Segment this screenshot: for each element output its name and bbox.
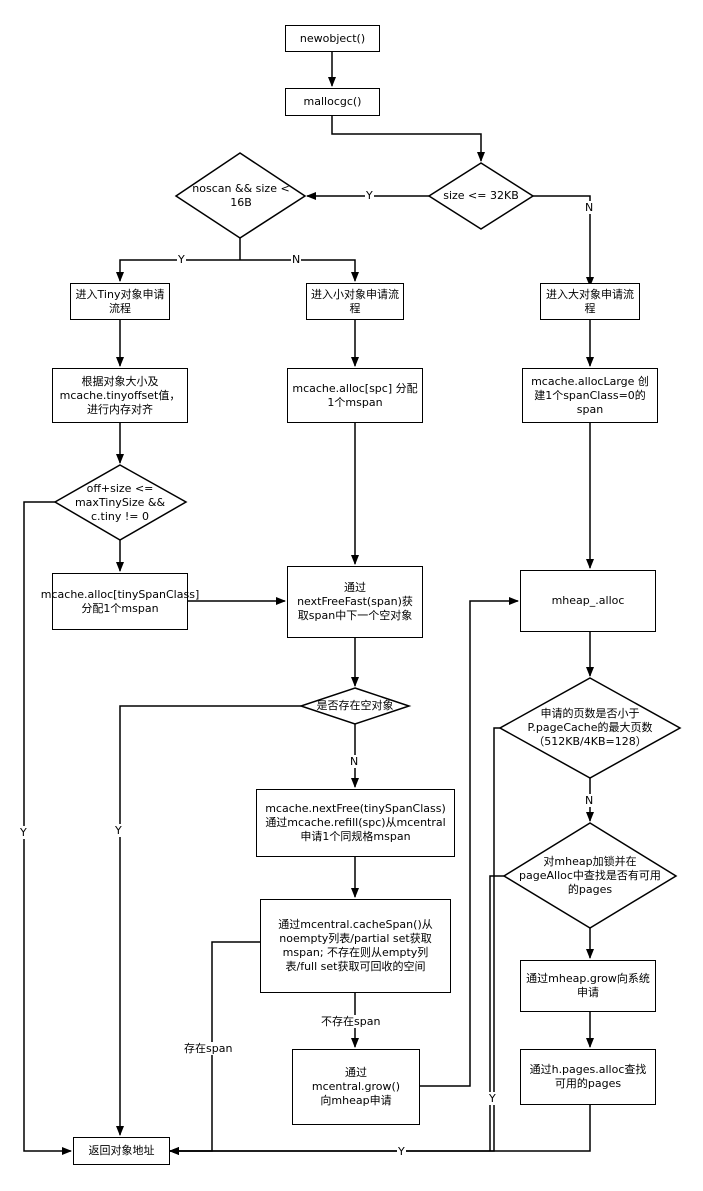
- edge-lockcheck-return: [489, 875, 504, 1151]
- label-free-no: N: [349, 755, 360, 768]
- node-large-alloc: mcache.allocLarge 创建1个spanClass=0的span: [522, 368, 658, 423]
- label-tiny-yes: Y: [19, 826, 28, 839]
- label-size-no: N: [584, 201, 595, 214]
- edge-hasfree-return: [116, 705, 301, 1136]
- label-span-exists: 存在span: [183, 1042, 234, 1055]
- label-lock-yes: Y: [397, 1145, 406, 1158]
- node-tiny-flow: 进入Tiny对象申请流程: [70, 283, 170, 320]
- node-has-free-check: 是否存在空对象: [316, 699, 394, 712]
- node-mallocgc: mallocgc(): [285, 88, 380, 116]
- label-page-yes: Y: [488, 1092, 497, 1105]
- node-size-check: size <= 32KB: [443, 189, 519, 202]
- label-size-yes: Y: [365, 189, 374, 202]
- label-noscan-yes: Y: [177, 253, 186, 266]
- label-noscan-no: N: [291, 253, 302, 266]
- node-next-free-fast: 通过nextFreeFast(span)获取span中下一个空对象: [287, 566, 423, 638]
- node-small-alloc: mcache.alloc[spc] 分配1个mspan: [287, 368, 423, 423]
- node-small-flow: 进入小对象申请流程: [306, 283, 404, 320]
- node-tiny-span-alloc: mcache.alloc[tinySpanClass] 分配1个mspan: [41, 573, 199, 630]
- node-tiny-check: off+size <= maxTinySize && c.tiny != 0: [74, 482, 166, 523]
- node-noscan-check: noscan && size < 16B: [192, 182, 290, 209]
- node-pages-alloc: 通过h.pages.alloc查找可用的pages: [520, 1049, 656, 1105]
- node-tiny-align: 根据对象大小及mcache.tinyoffset值，进行内存对齐: [52, 368, 188, 423]
- node-mheap-alloc: mheap_.alloc: [520, 570, 656, 632]
- edge-mallocgc-size: [331, 116, 485, 162]
- label-free-yes: Y: [114, 824, 123, 837]
- node-newobject: newobject(): [285, 25, 380, 52]
- node-lock-check: 对mheap加锁并在pageAlloc中查找是否有可用的pages: [519, 855, 661, 896]
- node-heap-grow: 通过mheap.grow向系统申请: [520, 960, 656, 1012]
- label-page-no: N: [584, 794, 595, 807]
- label-span-missing: 不存在span: [320, 1015, 382, 1028]
- edge-centralgrow-mheapalloc: [420, 597, 519, 1087]
- edge-noscan-tiny: [116, 259, 240, 282]
- node-large-flow: 进入大对象申请流程: [540, 283, 640, 320]
- edge-size-large: [533, 195, 594, 287]
- size-check-diamond: [427, 162, 535, 230]
- edge-noscan-small: [240, 259, 359, 282]
- node-cache-span: 通过mcentral.cacheSpan()从noempty列表/partial…: [260, 899, 451, 993]
- node-next-free: mcache.nextFree(tinySpanClass)通过mcache.r…: [256, 789, 455, 857]
- node-return-addr: 返回对象地址: [73, 1137, 170, 1165]
- node-central-grow: 通过mcentral.grow()向mheap申请: [292, 1049, 420, 1125]
- node-page-check: 申请的页数是否小于P.pageCache的最大页数（512KB/4KB=128）: [527, 707, 653, 748]
- edge-pagesalloc-return: [169, 1105, 591, 1155]
